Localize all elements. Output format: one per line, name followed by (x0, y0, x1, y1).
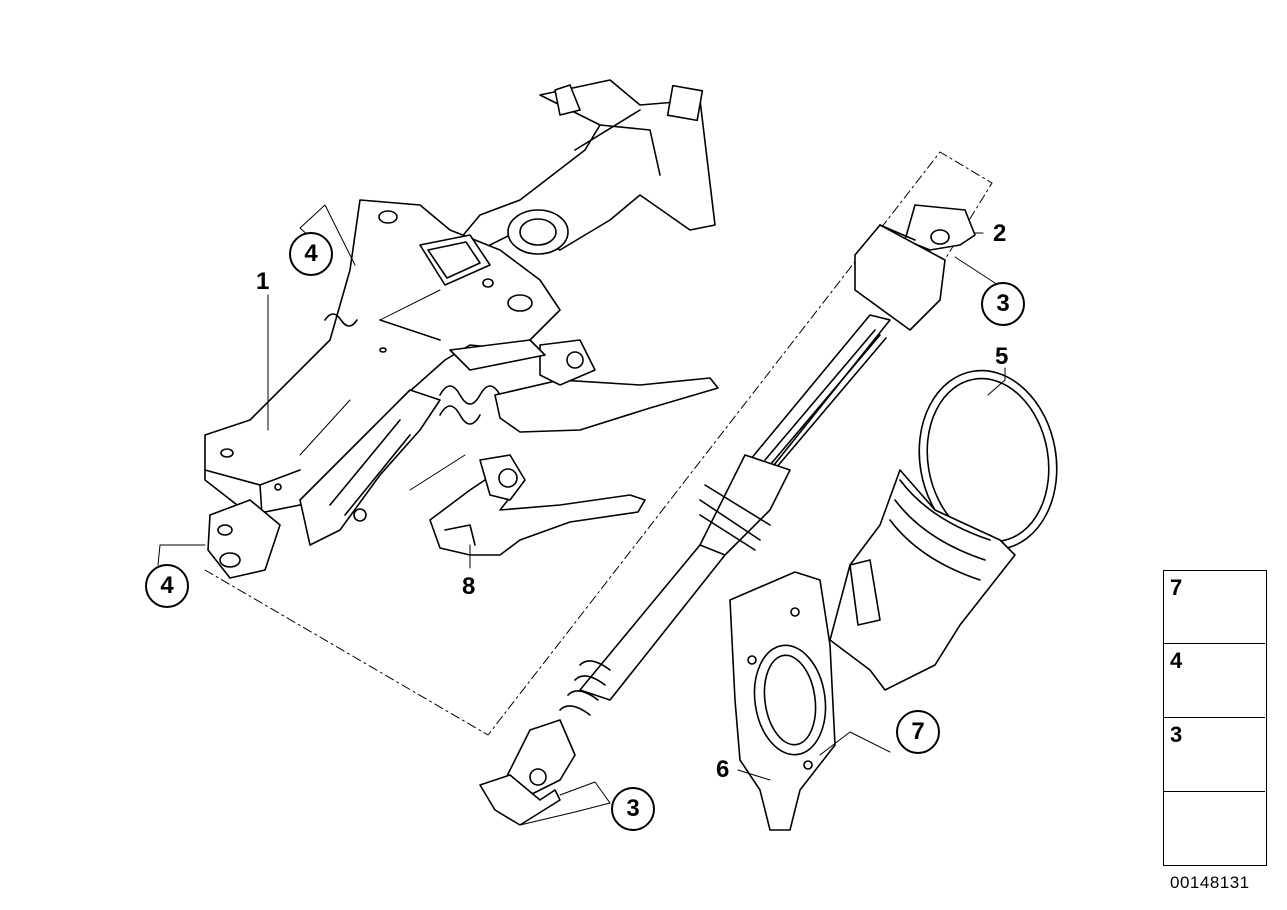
callout-3-top: 3 (981, 282, 1025, 326)
callout-1: 1 (256, 268, 270, 295)
callout-5: 5 (995, 343, 1009, 370)
callout-6: 6 (716, 756, 730, 783)
legend-number-4: 4 (1170, 648, 1183, 673)
callout-4-bottom: 4 (145, 564, 189, 608)
legend-number-7: 7 (1170, 575, 1183, 600)
callout-2: 2 (993, 220, 1007, 247)
release-lever (409, 454, 646, 556)
steering-column-body (204, 79, 719, 579)
diagram-part-number: 00148131 (1170, 873, 1250, 892)
steering-shaft (479, 204, 976, 826)
callout-8: 8 (462, 573, 476, 600)
callout-4-top: 4 (289, 232, 333, 276)
steering-boot (829, 369, 1058, 691)
callout-3-bottom: 3 (611, 787, 655, 831)
callout-7: 7 (896, 710, 940, 754)
leader-lines (157, 204, 1006, 826)
fastener-legend: 7 4 3 (1163, 570, 1267, 866)
legend-cell-7: 7 (1164, 571, 1265, 644)
legend-cell-3: 3 (1164, 718, 1265, 792)
cover-plate (729, 571, 836, 831)
legend-number-3: 3 (1170, 722, 1183, 747)
legend-cell-4: 4 (1164, 644, 1265, 718)
